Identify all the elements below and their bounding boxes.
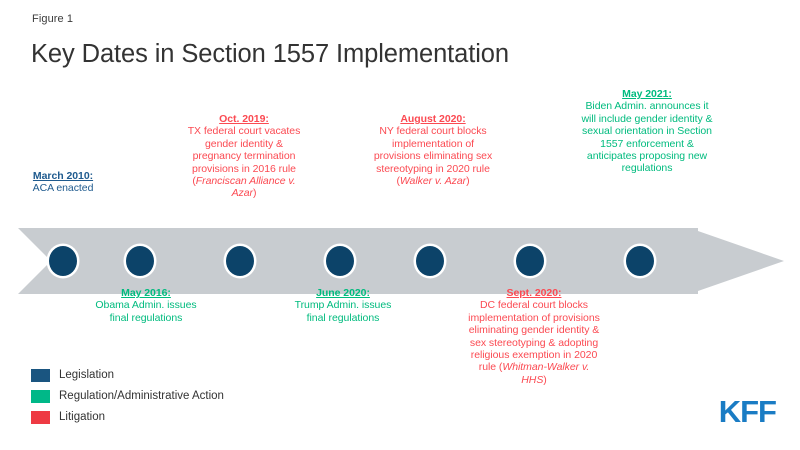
event-date: May 2021: xyxy=(622,88,672,100)
timeline-event-may-2016: May 2016: Obama Admin. issues final regu… xyxy=(85,287,207,324)
legend: Legislation Regulation/Administrative Ac… xyxy=(31,366,224,429)
timeline-dot-7[interactable] xyxy=(626,246,654,276)
legend-label: Legislation xyxy=(59,369,114,381)
event-body: Biden Admin. announces it will include g… xyxy=(581,100,713,175)
event-date: Sept. 2020: xyxy=(506,287,562,299)
event-case-name: Walker v. Azar xyxy=(399,175,467,188)
event-body: Trump Admin. issues final regulations xyxy=(294,299,392,324)
event-body: Obama Admin. issues final regulations xyxy=(95,299,197,324)
kff-logo: KFF xyxy=(718,394,777,429)
timeline-dot-2[interactable] xyxy=(126,246,154,276)
legend-label: Litigation xyxy=(59,411,106,423)
event-date: May 2016: xyxy=(121,287,171,299)
timeline-event-sept-2020: Sept. 2020: DC federal court blocks impl… xyxy=(468,287,600,386)
timeline-dot-3[interactable] xyxy=(226,246,254,276)
timeline-dot-5[interactable] xyxy=(416,246,444,276)
legend-swatch-litigation xyxy=(31,410,50,424)
timeline-event-august-2020: August 2020: NY federal court blocks imp… xyxy=(372,113,494,187)
timeline-event-march-2010: March 2010: ACA enacted xyxy=(23,170,103,195)
timeline-event-may-2021: May 2021: Biden Admin. announces it will… xyxy=(580,88,714,175)
legend-swatch-regulation xyxy=(31,389,50,403)
event-date: August 2020: xyxy=(400,113,466,125)
page-title: Key Dates in Section 1557 Implementation xyxy=(31,40,509,68)
event-date: June 2020: xyxy=(316,287,370,299)
timeline-dot-4[interactable] xyxy=(326,246,354,276)
timeline-arrow-shape xyxy=(18,228,784,294)
legend-item-litigation: Litigation xyxy=(31,408,224,426)
legend-item-regulation: Regulation/Administrative Action xyxy=(31,387,224,405)
legend-swatch-legislation xyxy=(31,368,50,382)
event-body: DC federal court blocks implementation o… xyxy=(468,299,600,386)
timeline-dot-6[interactable] xyxy=(516,246,544,276)
event-case-name: Whitman-Walker v. HHS xyxy=(502,361,590,386)
event-body: ACA enacted xyxy=(32,182,94,195)
timeline-event-june-2020: June 2020: Trump Admin. issues final reg… xyxy=(290,287,396,324)
event-date: March 2010: xyxy=(32,170,94,182)
event-body: NY federal court blocks implementation o… xyxy=(373,125,493,188)
timeline-arrow xyxy=(18,228,784,294)
event-body: TX federal court vacates gender identity… xyxy=(187,125,301,200)
figure-label: Figure 1 xyxy=(32,13,74,25)
event-date: Oct. 2019: xyxy=(219,113,269,125)
legend-label: Regulation/Administrative Action xyxy=(59,390,224,402)
timeline-dot-1[interactable] xyxy=(49,246,77,276)
event-case-name: Franciscan Alliance v. Azar xyxy=(195,175,296,200)
legend-item-legislation: Legislation xyxy=(31,366,224,384)
timeline-event-oct-2019: Oct. 2019: TX federal court vacates gend… xyxy=(180,113,308,200)
